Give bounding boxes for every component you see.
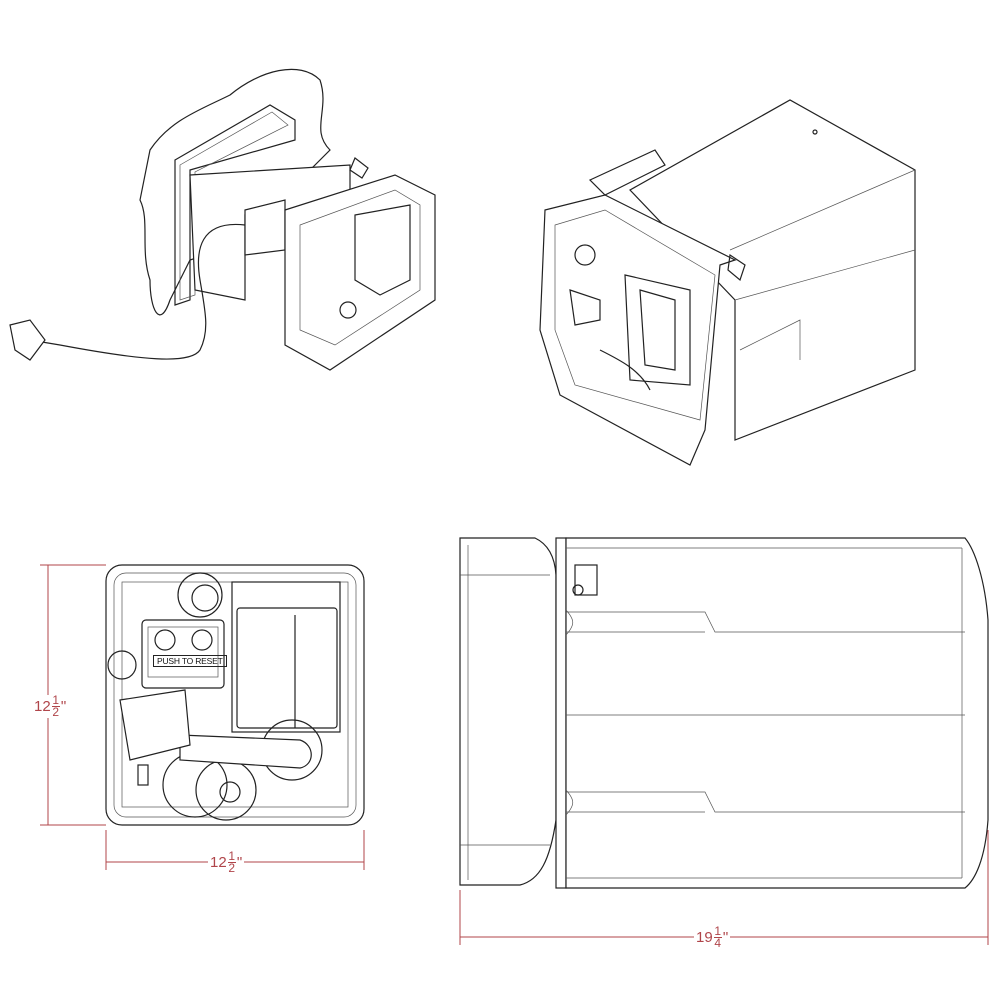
dim-den: 2 bbox=[52, 705, 60, 719]
dim-whole: 12 bbox=[210, 854, 227, 871]
front-view bbox=[105, 564, 365, 826]
dim-num: 1 bbox=[714, 924, 722, 938]
dim-den: 4 bbox=[714, 936, 722, 950]
dim-unit: '' bbox=[722, 929, 729, 946]
dim-unit: '' bbox=[60, 698, 67, 715]
push-to-reset-button: PUSH TO RESET bbox=[153, 655, 227, 667]
dim-den: 2 bbox=[228, 861, 236, 875]
dim-num: 1 bbox=[228, 849, 236, 863]
dim-num: 1 bbox=[52, 693, 60, 707]
dim-whole: 19 bbox=[696, 929, 713, 946]
side-view bbox=[459, 537, 989, 889]
dim-whole: 12 bbox=[34, 698, 51, 715]
installed-view bbox=[9, 68, 436, 371]
dim-unit: '' bbox=[236, 854, 243, 871]
isometric-view bbox=[539, 99, 916, 466]
